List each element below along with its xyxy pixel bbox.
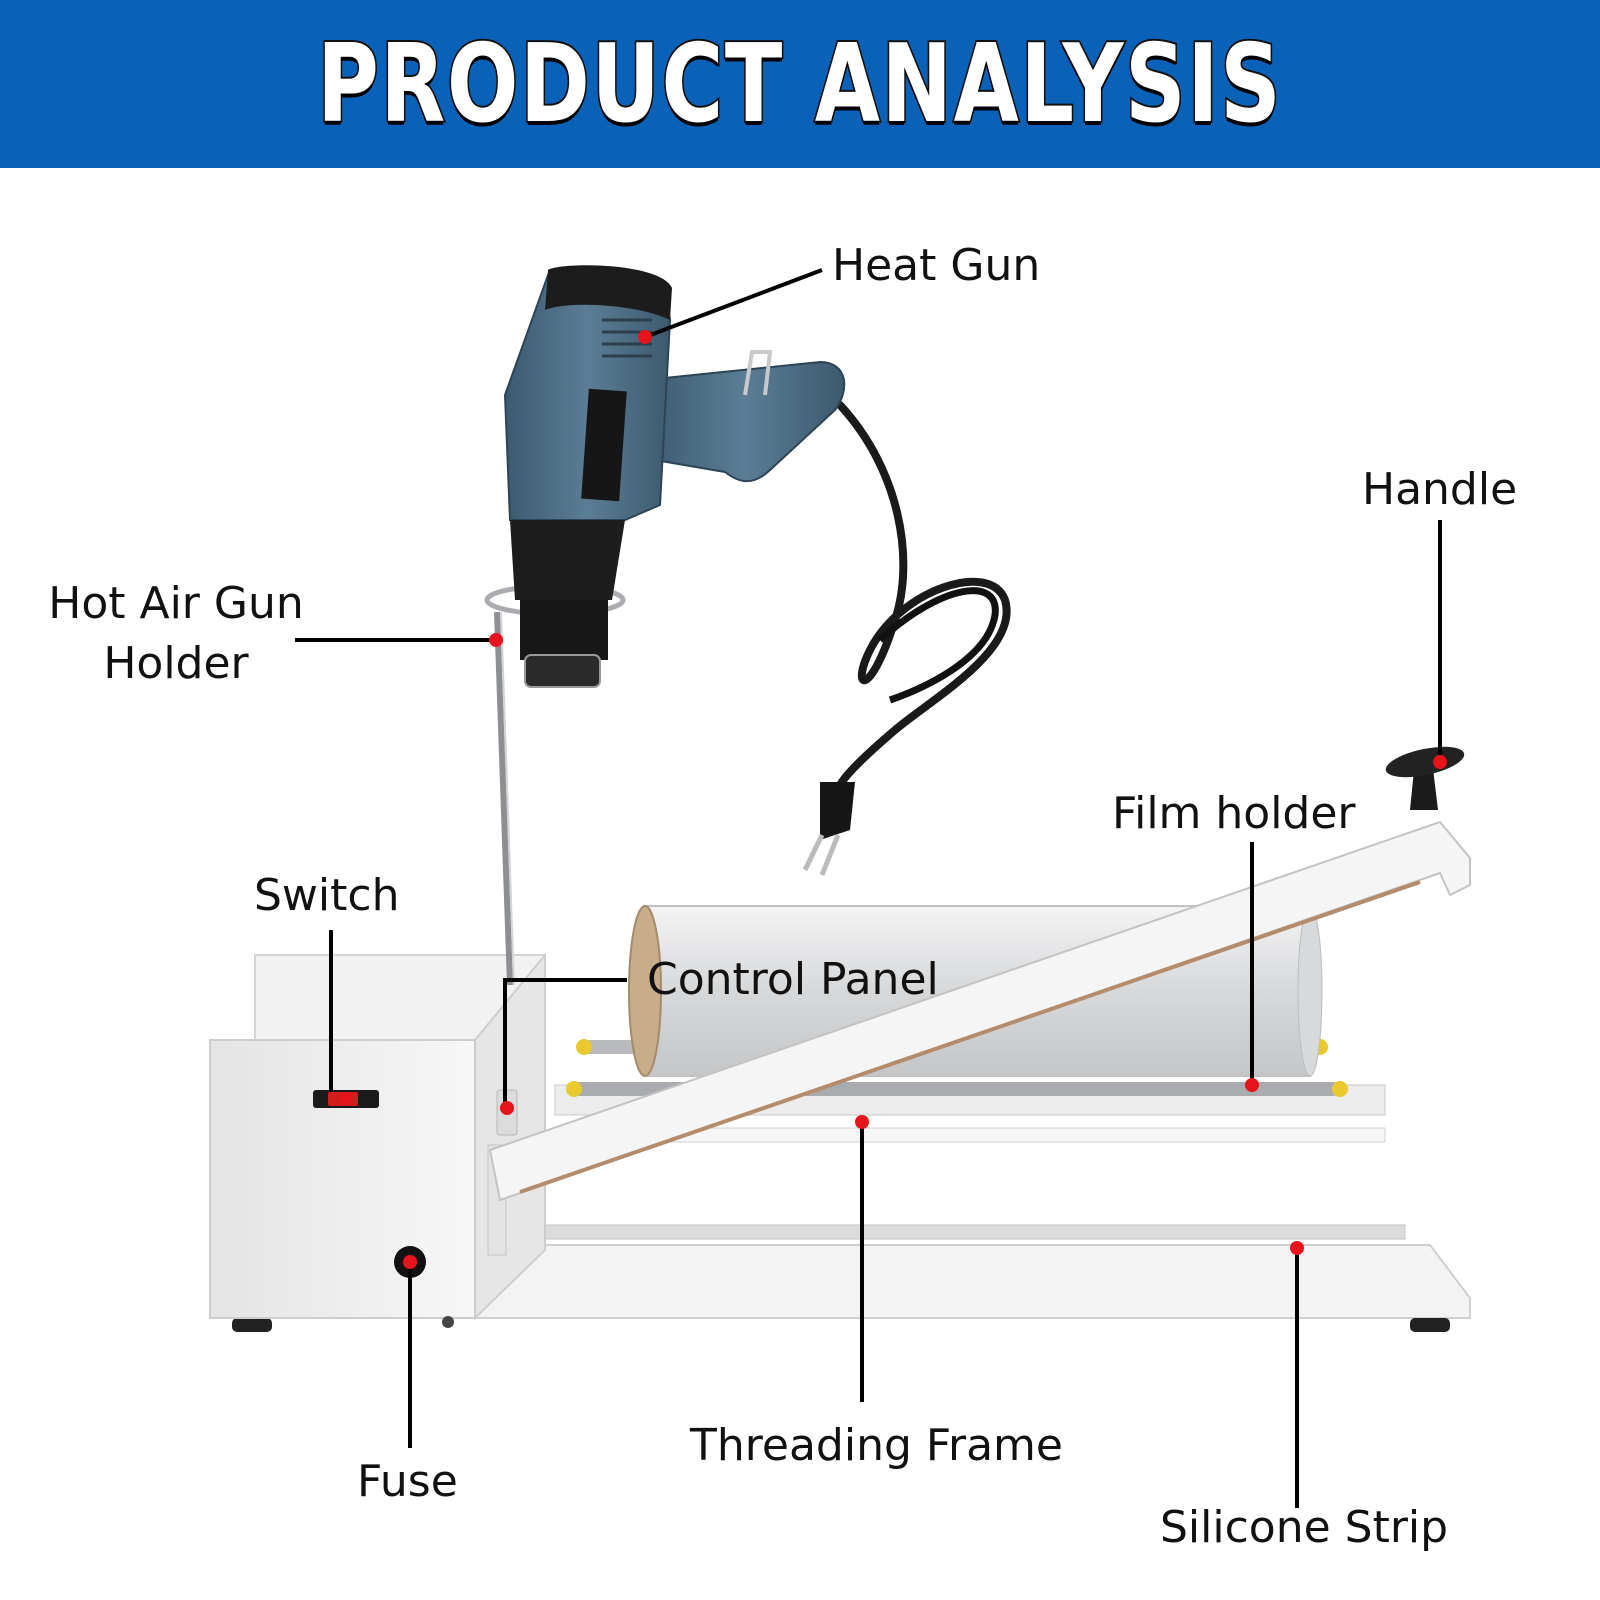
screw bbox=[442, 1316, 454, 1328]
callout-markers bbox=[340, 330, 1447, 1269]
label-handle: Handle bbox=[1362, 464, 1518, 515]
power-cord-loop bbox=[877, 587, 999, 704]
leader-control-panel bbox=[503, 978, 627, 1108]
plug bbox=[820, 782, 855, 840]
gun-nozzle bbox=[520, 600, 608, 660]
marker-control-panel bbox=[500, 1101, 514, 1115]
marker-film-holder bbox=[1245, 1078, 1259, 1092]
foot-right bbox=[1410, 1318, 1450, 1332]
gun-rear-cap bbox=[545, 265, 672, 320]
roller-cap-left bbox=[576, 1039, 592, 1055]
marker-fuse bbox=[403, 1255, 417, 1269]
label-heat-gun: Heat Gun bbox=[832, 240, 1041, 291]
gun-grip bbox=[643, 360, 846, 483]
marker-silicone-strip bbox=[1290, 1241, 1304, 1255]
label-switch: Switch bbox=[254, 870, 400, 921]
gun-holder-rod bbox=[494, 611, 513, 986]
plug-prong-1 bbox=[802, 833, 825, 872]
title-banner: PRODUCT ANALYSIS bbox=[0, 0, 1600, 168]
label-hot-air-gun-holder-line2: Holder bbox=[103, 638, 249, 689]
machine-base-plate bbox=[469, 1244, 1471, 1319]
label-threading-frame: Threading Frame bbox=[690, 1420, 1063, 1471]
handle-knob[interactable] bbox=[1383, 741, 1467, 783]
marker-hot-air-gun-holder bbox=[489, 633, 503, 647]
leader-lines bbox=[295, 268, 1442, 1508]
marker-handle bbox=[1433, 755, 1447, 769]
silicone-strip bbox=[504, 1224, 1406, 1240]
gun-nozzle-base bbox=[510, 520, 625, 600]
control-box bbox=[209, 1039, 476, 1319]
shrink-wrap-machine bbox=[209, 583, 1471, 1332]
roller-cap-left-2 bbox=[566, 1081, 582, 1097]
gun-holder-rod-highlight bbox=[500, 611, 515, 986]
gun-spec-label bbox=[581, 388, 627, 502]
hanging-hook bbox=[743, 350, 773, 396]
gun-nozzle-tip bbox=[524, 654, 601, 688]
marker-heat-gun bbox=[638, 330, 652, 344]
label-fuse: Fuse bbox=[357, 1456, 458, 1507]
label-film-holder: Film holder bbox=[1112, 788, 1356, 839]
label-hot-air-gun-holder-line1: Hot Air Gun bbox=[48, 578, 304, 629]
label-control-panel: Control Panel bbox=[647, 954, 939, 1005]
page-title: PRODUCT ANALYSIS bbox=[316, 20, 1283, 149]
foot-left bbox=[232, 1318, 272, 1332]
leader-heat-gun bbox=[644, 268, 823, 339]
marker-switch bbox=[340, 1092, 352, 1104]
heat-gun bbox=[503, 265, 1011, 876]
sealing-arm-heat-strip bbox=[519, 880, 1421, 1194]
power-cord bbox=[834, 401, 1011, 794]
label-silicone-strip: Silicone Strip bbox=[1160, 1502, 1449, 1553]
marker-threading-frame bbox=[855, 1115, 869, 1129]
roller-cap-right-2 bbox=[1332, 1081, 1348, 1097]
film-roll-end bbox=[1297, 905, 1323, 1077]
film-roll-core bbox=[628, 905, 662, 1077]
plug-prong-2 bbox=[819, 834, 841, 876]
